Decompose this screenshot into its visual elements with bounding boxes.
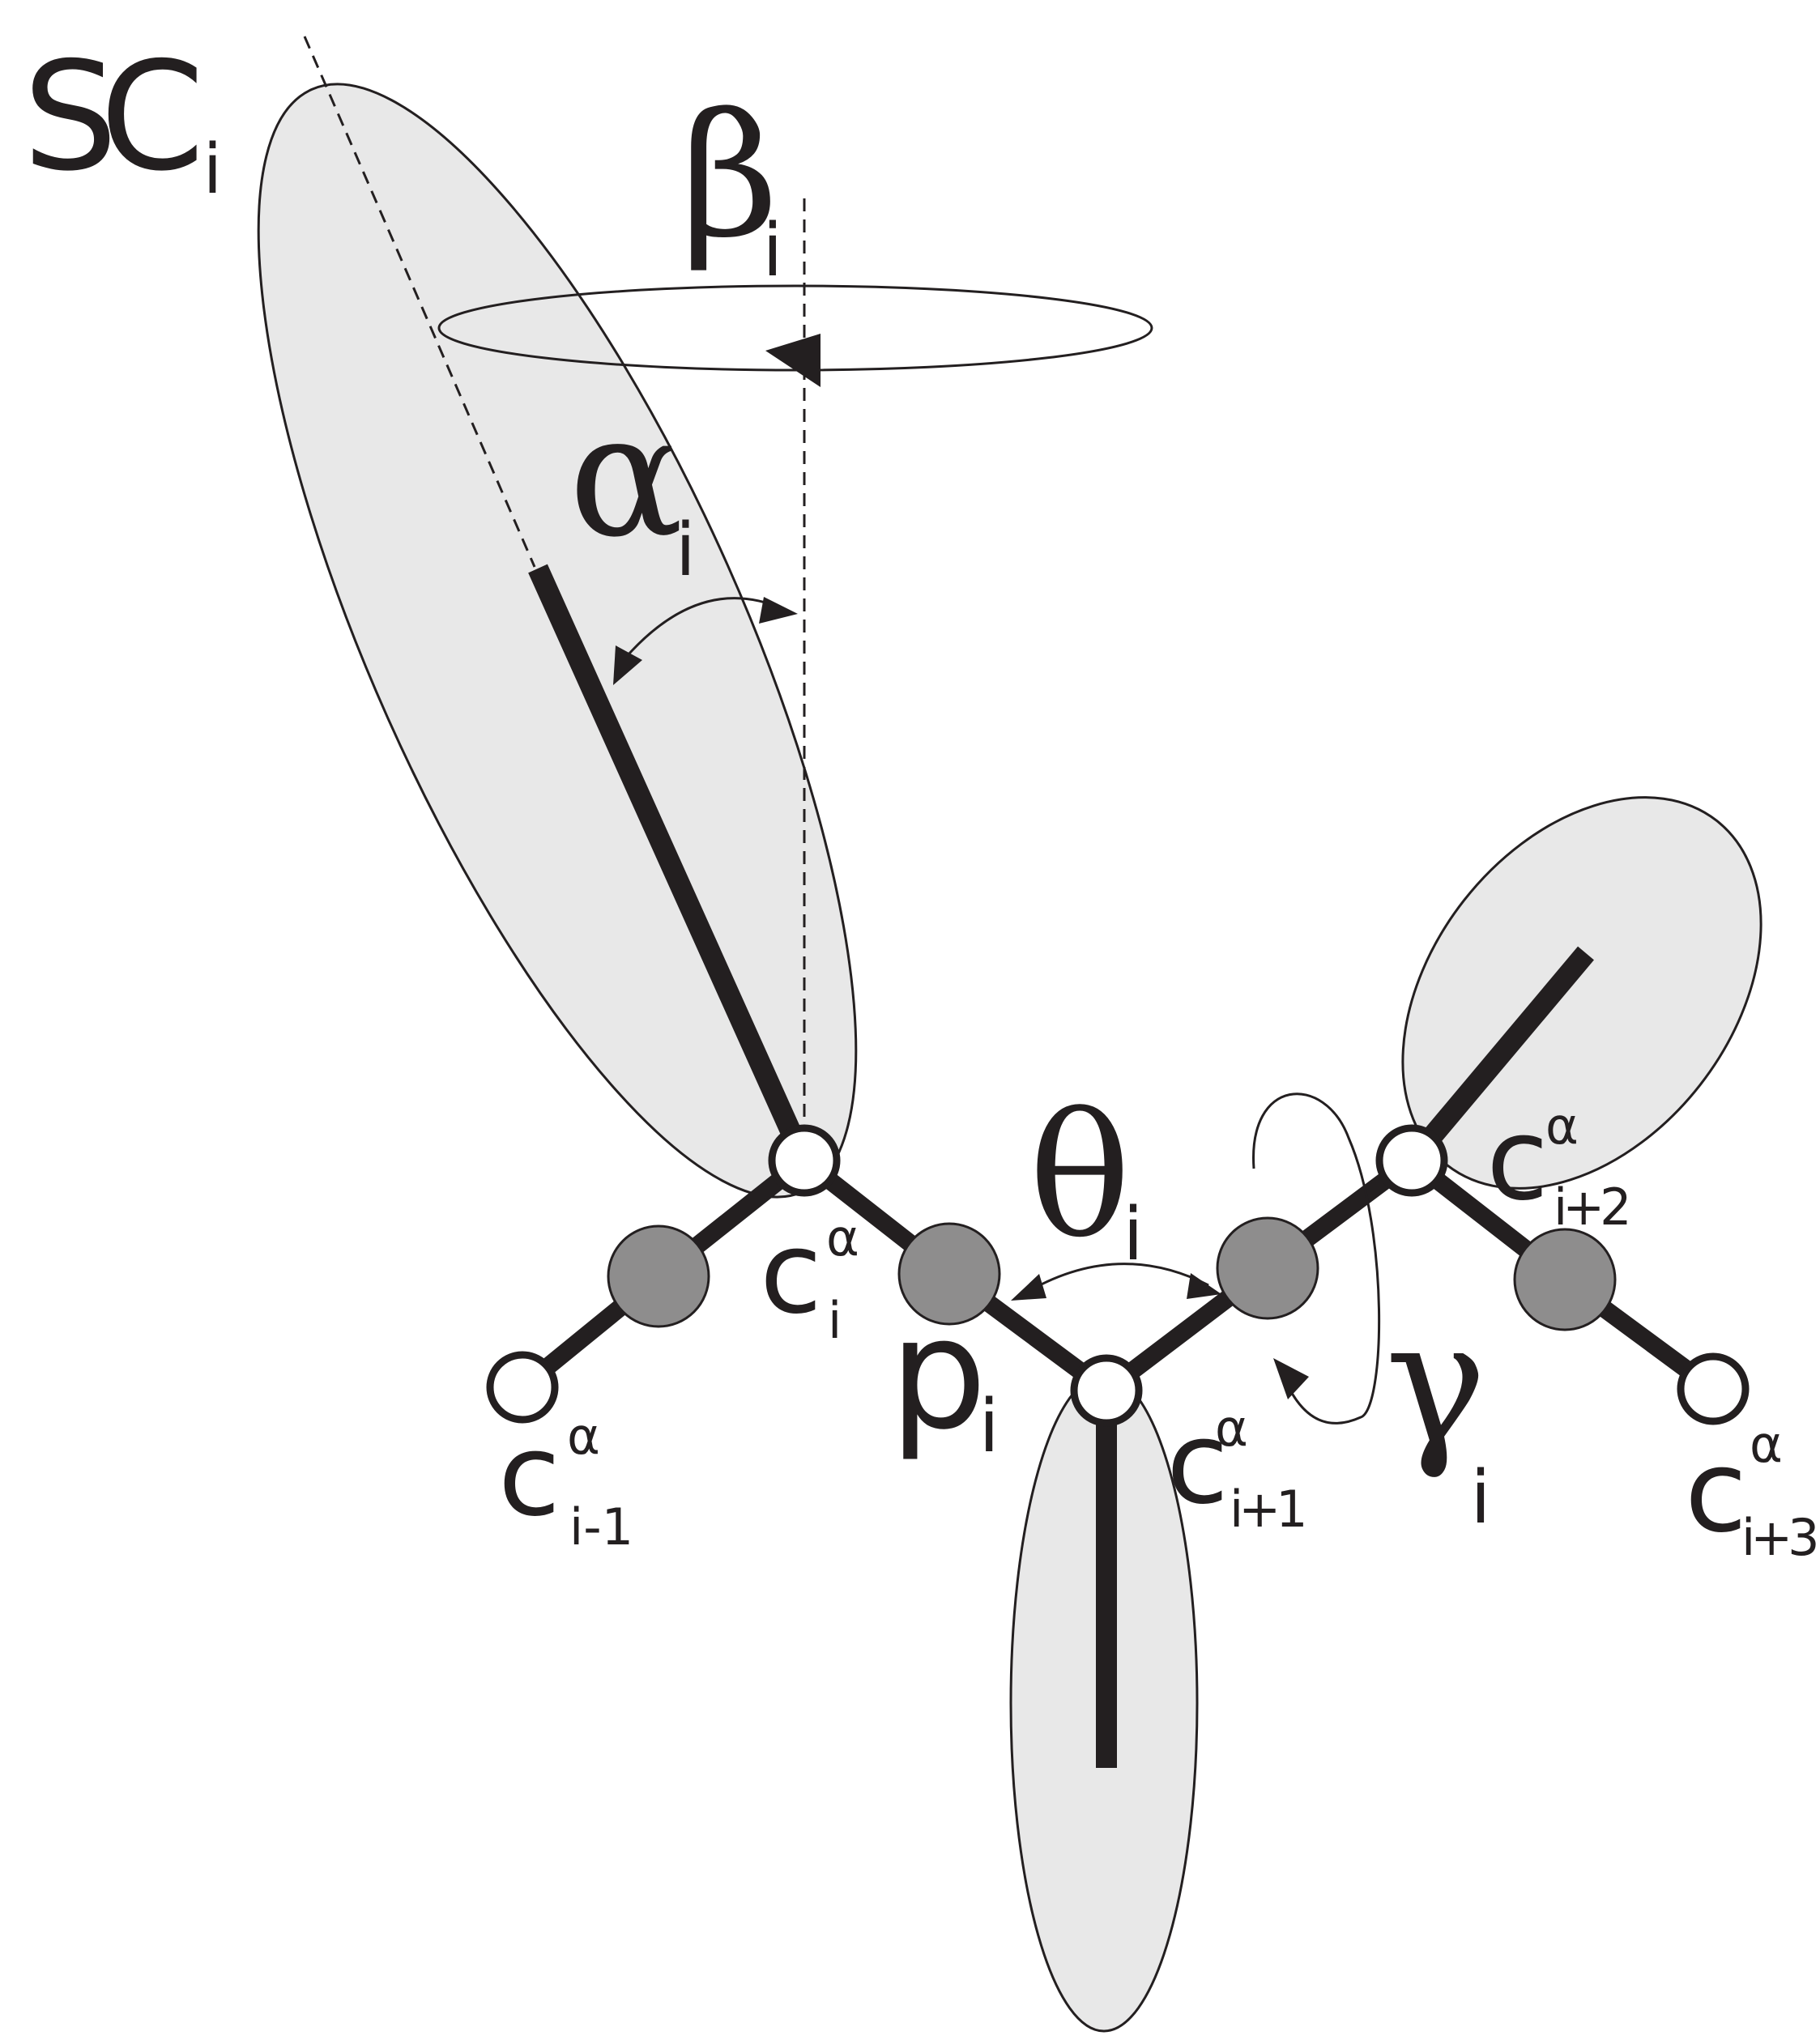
c-alpha-i — [768, 1124, 841, 1197]
alpha-arrow-head-right — [759, 597, 798, 624]
alpha-arrow-head-left — [613, 645, 642, 685]
beta-arrow-head — [765, 334, 820, 387]
svg-text:i+2: i+2 — [1554, 1178, 1627, 1237]
side-chain-ellipsoid-i — [257, 83, 858, 1199]
c-alpha-label-i-plus-1: c α i+1 — [1166, 1398, 1308, 1539]
c-alpha-label-i-plus-2: c α i+2 — [1486, 1094, 1632, 1237]
peptide-center — [1216, 1216, 1319, 1320]
c-alpha-i-plus-1 — [1070, 1354, 1143, 1427]
svg-text:c: c — [1685, 1426, 1747, 1558]
svg-text:α: α — [1215, 1399, 1248, 1458]
peptide-center-p-i — [897, 1222, 1001, 1326]
svg-text:i: i — [828, 1291, 842, 1350]
svg-text:α: α — [1545, 1097, 1579, 1156]
c-alpha-label-i: c α i — [760, 1207, 859, 1350]
svg-text:α: α — [567, 1407, 600, 1466]
c-alpha-label-i-minus-1: c α i-1 — [498, 1407, 633, 1557]
c-alpha-label-i-plus-3: c α i+3 — [1685, 1415, 1820, 1567]
svg-text:c: c — [760, 1207, 822, 1339]
beta-label: βi — [680, 77, 782, 293]
alpha-label: αi — [569, 377, 696, 593]
gamma-rotation-loop — [1252, 1092, 1381, 1425]
svg-text:α: α — [826, 1208, 859, 1267]
gamma-arrow-head — [1273, 1358, 1309, 1399]
svg-text:c: c — [1166, 1398, 1229, 1530]
side-chain-bond-i — [528, 564, 806, 1148]
c-alpha-i-plus-2 — [1375, 1124, 1448, 1197]
peptide-center — [1513, 1228, 1617, 1331]
svg-text:c: c — [498, 1410, 560, 1542]
theta-arrow-head-left — [1011, 1274, 1046, 1301]
svg-text:α: α — [1750, 1415, 1783, 1474]
svg-text:i-1: i-1 — [569, 1497, 633, 1557]
svg-text:i+3: i+3 — [1741, 1508, 1816, 1567]
alpha-angle-arc — [616, 597, 784, 667]
side-chain-bond-i-plus-2 — [1404, 946, 1594, 1168]
theta-label: θi — [1029, 1077, 1143, 1277]
c-alpha-i-minus-1 — [486, 1351, 559, 1424]
peptide-label: pi — [889, 1284, 1000, 1469]
theta-angle-arc — [1025, 1263, 1209, 1294]
side-chain-axis-dashed — [303, 36, 536, 568]
theta-arrow-head-right — [1187, 1273, 1221, 1299]
c-alpha-i-plus-3 — [1677, 1352, 1750, 1425]
svg-text:c: c — [1486, 1094, 1549, 1226]
peptide-center — [607, 1224, 710, 1328]
svg-text:i+1: i+1 — [1230, 1480, 1303, 1539]
